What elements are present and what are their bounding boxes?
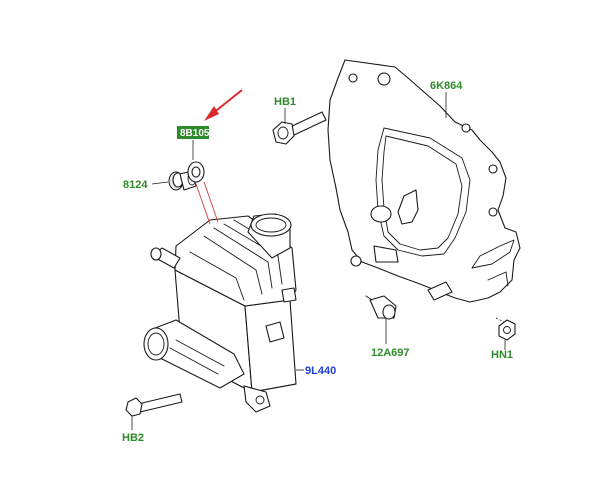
label-12a697[interactable]: 12A697 <box>371 347 410 359</box>
label-hn1[interactable]: HN1 <box>491 349 513 361</box>
label-hb1[interactable]: HB1 <box>274 96 296 108</box>
label-8b105-box[interactable]: 8B105 <box>177 126 210 139</box>
label-8124[interactable]: 8124 <box>123 179 148 191</box>
nut-hn1[interactable] <box>498 319 516 341</box>
grommet-8124[interactable] <box>168 170 197 191</box>
leader-lines <box>131 92 506 430</box>
label-6k864[interactable]: 6K864 <box>430 80 463 92</box>
label-hb2[interactable]: HB2 <box>122 432 144 444</box>
bolt-hb1[interactable] <box>272 111 327 145</box>
sensor-12a697[interactable] <box>365 295 397 320</box>
red-arrow-icon <box>204 89 243 121</box>
grommet-8b105[interactable] <box>187 161 205 183</box>
label-9l440[interactable]: 9L440 <box>305 365 336 377</box>
mounting-bracket[interactable] <box>327 59 521 303</box>
label-8b105: 8B105 <box>180 128 210 139</box>
intercooler-assembly[interactable] <box>143 213 297 413</box>
bolt-hb2[interactable] <box>125 393 183 417</box>
